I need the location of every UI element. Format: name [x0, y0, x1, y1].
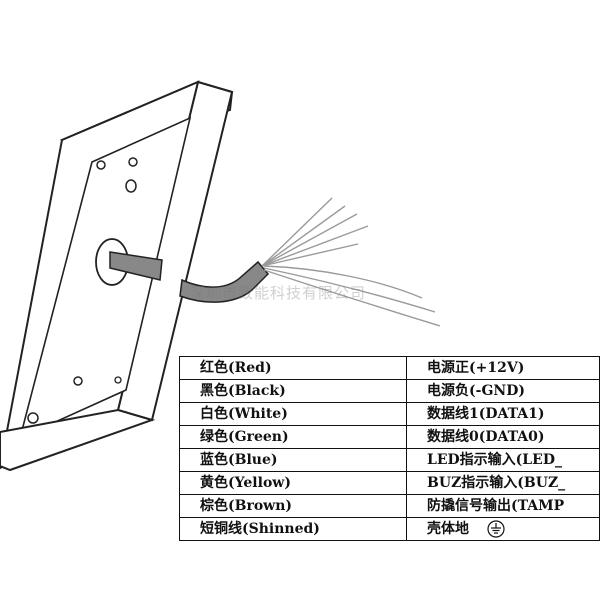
wire-function-label: 电源正(+12V): [427, 360, 525, 376]
watermark: 深圳市致能科技有限公司: [190, 284, 367, 302]
wire-color-cell: 短铜线(Shinned): [178, 517, 408, 541]
table-row: 棕色(Brown) 防撬信号输出(TAMP: [178, 494, 600, 518]
wire-function-label: LED指示输入(LED_: [427, 452, 562, 468]
wire-color-cell: 绿色(Green): [178, 425, 408, 449]
main-cable: [179, 260, 270, 303]
wire-color-table: 红色(Red) 电源正(+12V) 黑色(Black) 电源负(-GND) 白色(Whi…: [178, 356, 600, 541]
wire-color-cell: 红色(Red): [178, 356, 408, 380]
wire-function-label: 电源负(-GND): [427, 383, 525, 399]
ground-symbol-icon: [487, 520, 505, 538]
screw-hole-icon: [73, 376, 83, 386]
screw-hole-icon: [27, 412, 39, 424]
screw-hole-icon: [114, 376, 122, 384]
wire-function-cell: 电源正(+12V): [406, 356, 600, 380]
screw-hole-icon: [128, 157, 138, 167]
wire-function-cell: LED指示输入(LED_: [406, 448, 600, 472]
wire-function-cell: 数据线1(DATA1): [406, 402, 600, 426]
table-row: 蓝色(Blue) LED指示输入(LED_: [178, 448, 600, 472]
wire-function-label: 数据线0(DATA0): [427, 429, 545, 445]
table-row: 黑色(Black) 电源负(-GND): [178, 379, 600, 403]
wire-function-label: 壳体地: [427, 521, 470, 537]
wire-function-cell: 防撬信号输出(TAMP: [406, 494, 600, 518]
wire-color-cell: 蓝色(Blue): [178, 448, 408, 472]
wire-color-cell: 棕色(Brown): [178, 494, 408, 518]
wire-function-label: 数据线1(DATA1): [427, 406, 545, 422]
wire-function-cell: 壳体地: [406, 517, 600, 541]
wire-color-cell: 黑色(Black): [178, 379, 408, 403]
table-row: 白色(White) 数据线1(DATA1): [178, 402, 600, 426]
wire-color-cell: 黄色(Yellow): [178, 471, 408, 495]
table-row: 黄色(Yellow) BUZ指示输入(BUZ_: [178, 471, 600, 495]
screw-hole-icon: [125, 179, 137, 193]
cable-stub: [109, 251, 163, 281]
table-row: 短铜线(Shinned) 壳体地: [178, 517, 600, 541]
wire-function-label: BUZ指示输入(BUZ_: [427, 475, 566, 491]
table-row: 红色(Red) 电源正(+12V): [178, 356, 600, 380]
wire-function-cell: 数据线0(DATA0): [406, 425, 600, 449]
wire-function-label: 防撬信号输出(TAMP: [427, 498, 565, 514]
wire-color-cell: 白色(White): [178, 402, 408, 426]
wire-function-cell: 电源负(-GND): [406, 379, 600, 403]
reader-bottom-rim: [0, 408, 156, 472]
wire-function-cell: BUZ指示输入(BUZ_: [406, 471, 600, 495]
fanned-wires: [261, 197, 441, 327]
table-row: 绿色(Green) 数据线0(DATA0): [178, 425, 600, 449]
screw-hole-icon: [96, 160, 106, 170]
wire-table-body: 红色(Red) 电源正(+12V) 黑色(Black) 电源负(-GND) 白色(Whi…: [178, 356, 600, 541]
